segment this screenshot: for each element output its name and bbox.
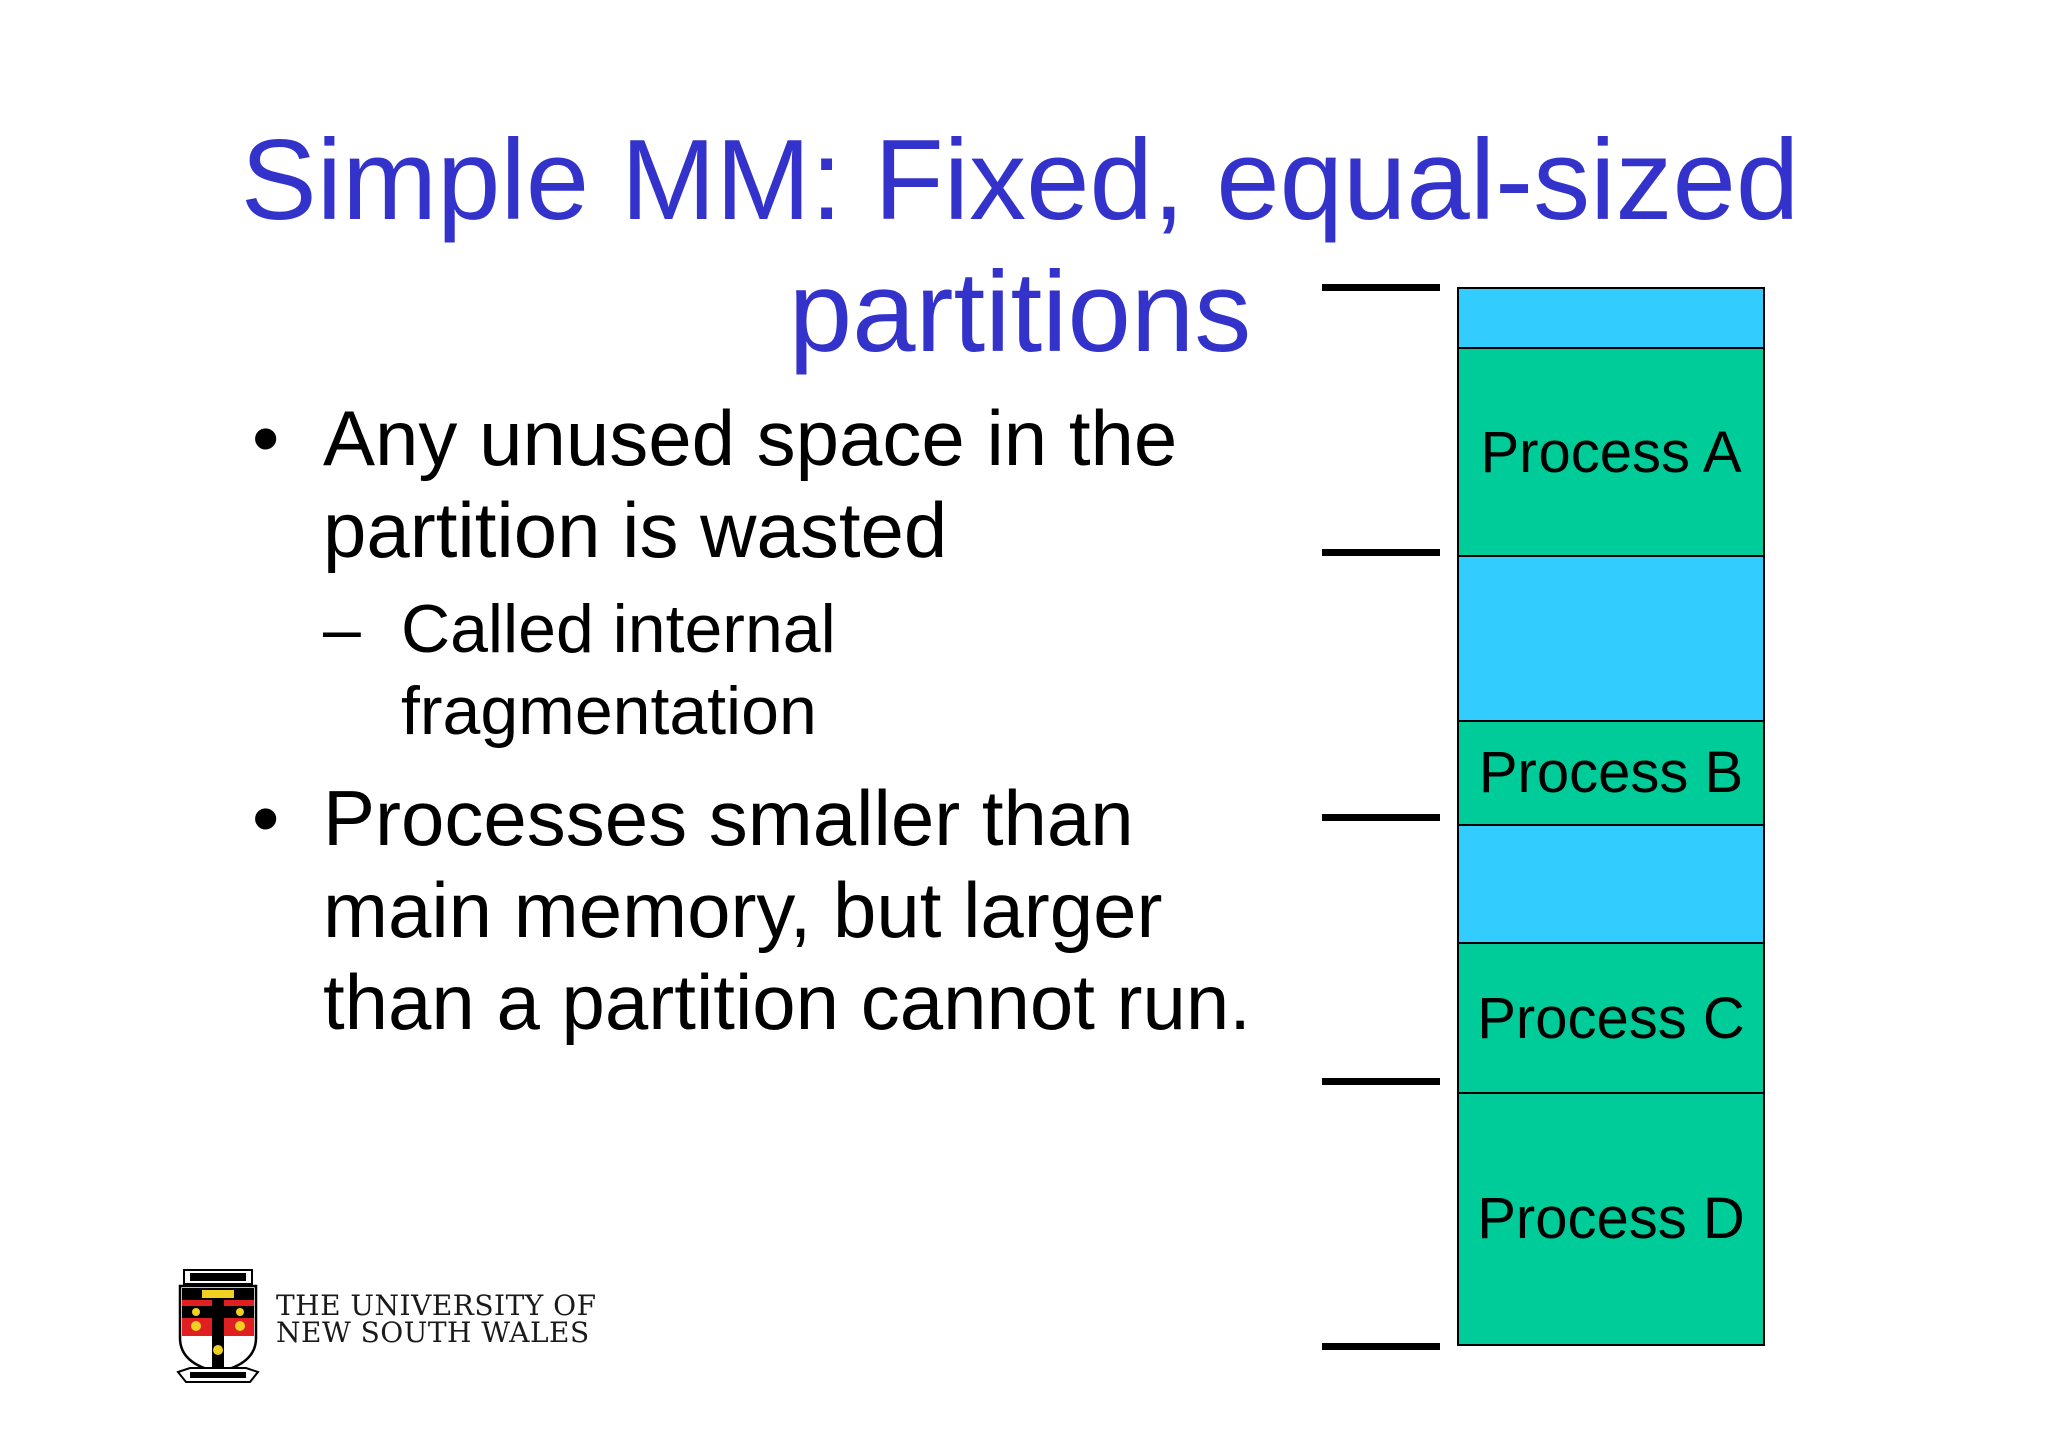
process-label: Process D — [1477, 1186, 1745, 1252]
process-block: Process D — [1459, 1093, 1763, 1344]
free-space-block — [1459, 556, 1763, 722]
university-name-line-1: THE UNIVERSITY OF — [276, 1289, 597, 1322]
sub-bullet-item: – Called internal fragmentation — [323, 588, 1252, 752]
bullet-text: Processes smaller than main memory, but … — [323, 774, 1251, 1046]
bullet-text: Any unused space in the partition is was… — [323, 394, 1178, 574]
process-block: Process C — [1459, 944, 1763, 1094]
university-name: THE UNIVERSITY OF NEW SOUTH WALES — [276, 1289, 597, 1349]
bullet-item: • Any unused space in the partition is w… — [252, 392, 1252, 752]
process-label: Process B — [1478, 740, 1744, 806]
bullet-list: • Any unused space in the partition is w… — [252, 392, 1252, 1048]
partition-boundary-tick — [1322, 1343, 1440, 1350]
free-space-block — [1459, 825, 1763, 945]
unsw-crest-icon — [176, 1269, 260, 1383]
process-label: Process A — [1480, 419, 1742, 485]
partition-boundary-tick — [1322, 548, 1440, 556]
bullet-marker: • — [252, 774, 280, 862]
sub-bullet-marker: – — [323, 591, 361, 667]
university-name-line-2: NEW SOUTH WALES — [276, 1316, 590, 1349]
partition-boundary-tick — [1322, 1078, 1440, 1086]
process-block: Process A — [1459, 349, 1763, 557]
process-label: Process C — [1477, 985, 1745, 1051]
sub-bullet-list: – Called internal fragmentation — [323, 588, 1252, 752]
bullet-marker: • — [252, 394, 280, 482]
sub-bullet-text: Called internal fragmentation — [401, 591, 836, 749]
bullet-item: • Processes smaller than main memory, bu… — [252, 772, 1252, 1048]
slide-title: Simple MM: Fixed, equal-sized partitions — [240, 115, 1800, 379]
main-memory-column: Process A Process B Process C Process D — [1457, 287, 1765, 1346]
slide-title-line-2: partitions — [788, 249, 1252, 376]
partition-boundary-tick — [1322, 813, 1440, 821]
slide-title-line-1: Simple MM: Fixed, equal-sized — [240, 117, 1800, 244]
process-block: Process B — [1459, 721, 1763, 826]
